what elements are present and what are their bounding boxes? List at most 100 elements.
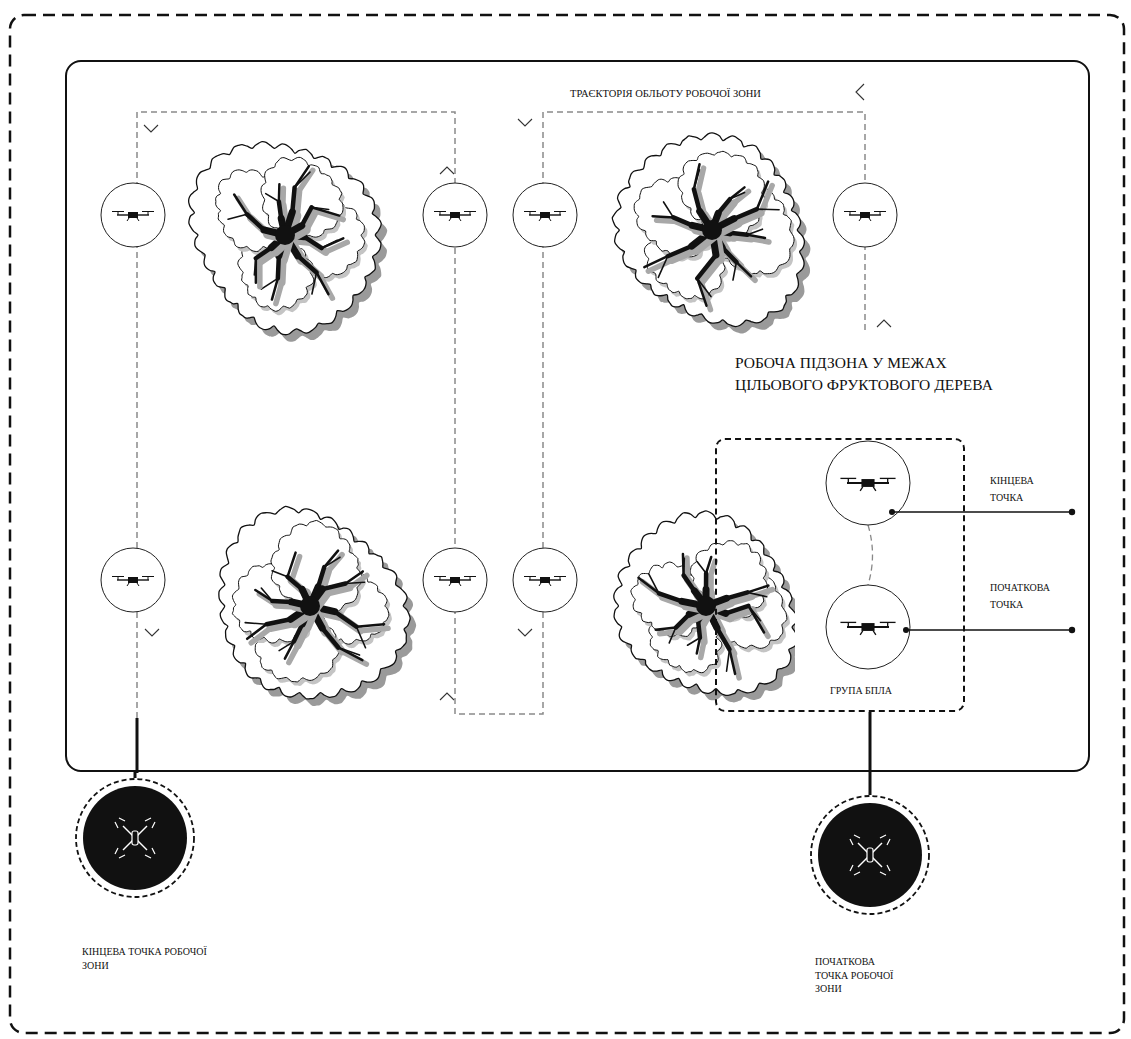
branch <box>697 255 716 278</box>
drone-shaft <box>470 212 471 216</box>
branch-shade <box>360 628 388 631</box>
drone-body <box>540 577 550 583</box>
twig <box>245 623 266 625</box>
twig <box>346 582 365 583</box>
connector-line <box>869 712 872 795</box>
drone-shaft <box>440 577 441 581</box>
drone-icon <box>524 212 566 222</box>
branch <box>288 577 303 590</box>
branch <box>276 256 281 278</box>
drone-leg <box>127 218 129 221</box>
branch <box>272 599 291 604</box>
twig <box>683 558 685 575</box>
point-disc <box>83 786 187 890</box>
drone-icon <box>112 577 154 587</box>
branch <box>653 216 674 217</box>
tree-outline <box>189 142 382 335</box>
leader-line <box>892 511 1072 512</box>
trunk <box>275 225 295 245</box>
callout-label: КІНЦЕВА ТОЧКА <box>990 472 1054 506</box>
twig <box>272 571 287 577</box>
branch <box>706 557 711 573</box>
point-marker <box>73 776 197 900</box>
drone-marker <box>423 183 487 247</box>
drone-circle <box>101 548 165 612</box>
drone-leg <box>459 218 461 221</box>
drone-shaft <box>848 622 849 627</box>
branch <box>757 182 768 210</box>
branch <box>322 628 338 648</box>
drone-shaft <box>530 212 531 216</box>
drone-icon <box>840 478 895 490</box>
drone-marker <box>826 585 910 669</box>
drone-arm <box>123 826 147 850</box>
zone-start-point: ПОЧАТКОВА ТОЧКА РОБОЧОЇ ЗОНИ <box>808 793 932 917</box>
drone-body <box>860 212 870 218</box>
twig <box>697 561 706 573</box>
drone-icon <box>434 577 476 587</box>
branch <box>255 258 258 282</box>
drone-leg <box>539 218 541 221</box>
point-ring <box>811 796 929 914</box>
branch <box>748 586 769 593</box>
branch <box>694 189 700 211</box>
drone-leg <box>449 583 451 586</box>
drone-shaft <box>148 212 149 216</box>
drone-leg <box>873 631 876 635</box>
drone-rotor <box>145 848 155 858</box>
zone-end-point: КІНЦЕВА ТОЧКА РОБОЧОЇ ЗОНИ <box>73 776 197 900</box>
drone-leg <box>549 218 551 221</box>
leader-dot <box>1069 627 1075 633</box>
twig <box>697 278 711 296</box>
branch-shade <box>751 239 769 242</box>
branch <box>676 614 690 627</box>
tree-outline <box>219 506 410 699</box>
twig <box>324 557 340 567</box>
branch <box>638 578 658 594</box>
branch-shade <box>320 276 332 298</box>
drone-rotor <box>850 835 860 845</box>
branch <box>302 207 312 225</box>
callout-label: ПОЧАТКОВА ТОЧКА <box>990 579 1066 613</box>
twig <box>688 638 700 646</box>
drone-body <box>450 577 460 583</box>
drone-leg <box>873 487 876 491</box>
branch <box>656 628 676 630</box>
branch <box>278 184 281 201</box>
branch <box>292 188 294 212</box>
branch <box>256 248 271 259</box>
drone-body <box>867 848 873 862</box>
drone-icon <box>844 212 886 222</box>
direction-chevron <box>145 629 159 636</box>
drone-body <box>861 623 874 631</box>
twig <box>730 192 745 199</box>
drone-marker <box>513 548 577 612</box>
drone-shaft <box>118 577 119 581</box>
drone-leg <box>137 218 139 221</box>
twig <box>228 214 247 219</box>
drone-shaft <box>887 478 888 483</box>
branch <box>747 235 765 238</box>
outer-frame <box>10 15 1124 1033</box>
drone-circle <box>826 585 910 669</box>
twig <box>356 627 365 648</box>
branch <box>736 262 751 276</box>
drone-shaft <box>118 212 119 216</box>
twig <box>254 258 256 275</box>
twig <box>649 574 659 593</box>
drone-top-icon <box>115 818 155 858</box>
twig <box>261 588 272 601</box>
drone-shaft <box>560 212 561 216</box>
drone-shaft <box>848 478 849 483</box>
branch <box>748 606 764 632</box>
branch <box>247 624 266 639</box>
branch <box>659 593 682 601</box>
drone-rotor <box>115 848 125 858</box>
drone-leg <box>459 583 461 586</box>
twig <box>312 207 329 209</box>
branch-shade <box>296 192 298 216</box>
twig <box>733 262 736 280</box>
branch <box>684 575 695 591</box>
drone-leg <box>549 583 551 586</box>
